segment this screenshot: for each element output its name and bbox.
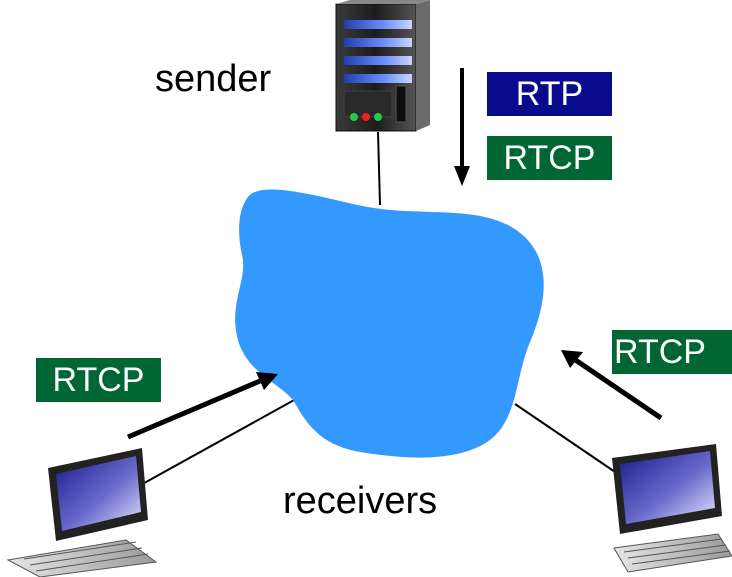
network-cloud bbox=[235, 189, 544, 458]
sender-rtp-tag: RTP bbox=[487, 72, 612, 116]
laptop-icon bbox=[612, 444, 732, 573]
right-rtcp-tag: RTCP bbox=[612, 330, 732, 374]
right-receiver-link bbox=[514, 403, 625, 479]
right-receiver-arrow bbox=[561, 350, 663, 421]
receivers-label: receivers bbox=[283, 480, 438, 522]
left-receiver-arrow bbox=[127, 372, 278, 440]
left-receiver-link bbox=[127, 393, 306, 493]
sender-arrow bbox=[454, 68, 470, 186]
left-rtcp-tag: RTCP bbox=[36, 358, 161, 402]
sender-label: sender bbox=[155, 58, 272, 100]
sender-link bbox=[377, 131, 381, 206]
server-icon bbox=[335, 0, 430, 132]
sender-rtcp-tag: RTCP bbox=[487, 136, 612, 180]
laptop-icon bbox=[6, 448, 158, 577]
